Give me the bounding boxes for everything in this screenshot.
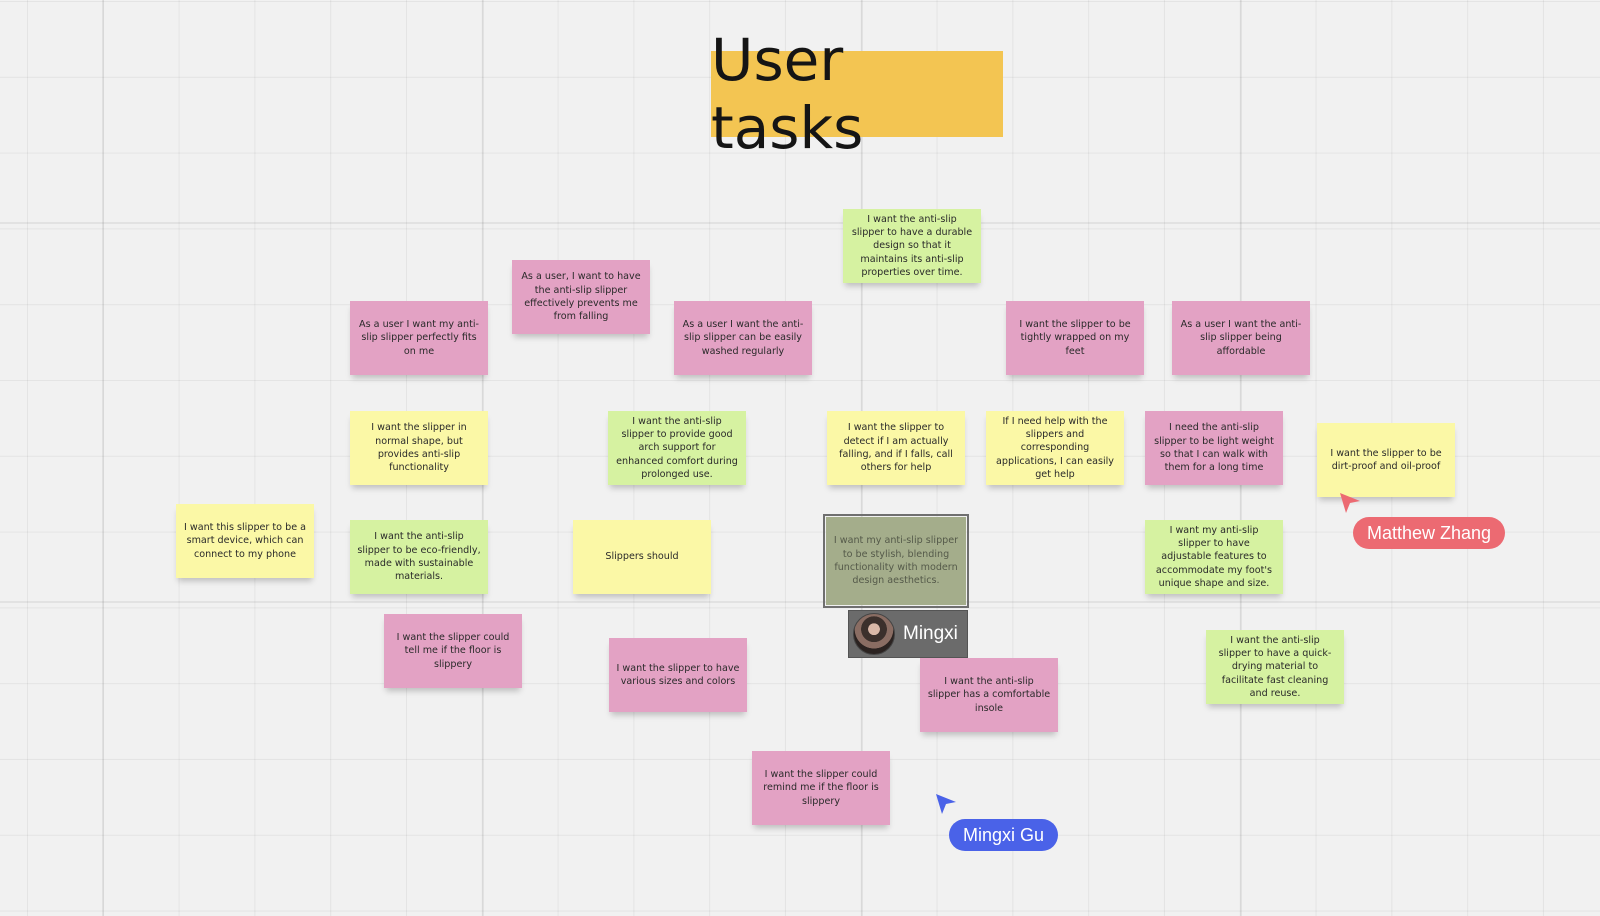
board-title-text: User tasks xyxy=(711,26,864,162)
sticky-note[interactable]: As a user, I want to have the anti-slip … xyxy=(512,260,650,334)
sticky-note[interactable]: If I need help with the slippers and cor… xyxy=(986,411,1124,485)
cursor-arrow-icon xyxy=(936,794,956,814)
cursor-arrow-icon xyxy=(1340,493,1360,513)
sticky-note-selected[interactable]: I want my anti-slip slipper to be stylis… xyxy=(823,514,969,608)
sticky-note[interactable]: I want the anti-slip slipper has a comfo… xyxy=(920,658,1058,732)
user-avatar xyxy=(853,613,895,655)
sticky-note[interactable]: As a user I want the anti-slip slipper b… xyxy=(1172,301,1310,375)
sticky-note[interactable]: I want the slipper in normal shape, but … xyxy=(350,411,488,485)
sticky-note[interactable]: I want the slipper to have various sizes… xyxy=(609,638,747,712)
collaborator-name: Mingxi xyxy=(903,623,958,644)
collaborator-editing-tag: Mingxi xyxy=(848,610,968,658)
collaborator-cursor-label: Matthew Zhang xyxy=(1353,517,1506,549)
sticky-note[interactable]: I want this slipper to be a smart device… xyxy=(176,504,314,578)
sticky-note[interactable]: I want my anti-slip slipper to have adju… xyxy=(1145,520,1283,594)
sticky-note[interactable]: I want the anti-slip slipper to be eco-f… xyxy=(350,520,488,594)
sticky-note[interactable]: Slippers should xyxy=(573,520,711,594)
sticky-note[interactable]: As a user I want the anti-slip slipper c… xyxy=(674,301,812,375)
sticky-note[interactable]: I want the anti-slip slipper to have a d… xyxy=(843,209,981,283)
sticky-note[interactable]: I want the slipper could tell me if the … xyxy=(384,614,522,688)
sticky-note[interactable]: I want the anti-slip slipper to have a q… xyxy=(1206,630,1344,704)
collaborator-cursor-label: Mingxi Gu xyxy=(949,819,1059,851)
sticky-note[interactable]: I want the slipper to be tightly wrapped… xyxy=(1006,301,1144,375)
sticky-note[interactable]: I want the slipper to detect if I am act… xyxy=(827,411,965,485)
grid-line xyxy=(0,222,1600,224)
sticky-note[interactable]: I want the slipper could remind me if th… xyxy=(752,751,890,825)
sticky-note[interactable]: I need the anti-slip slipper to be light… xyxy=(1145,411,1283,485)
sticky-note[interactable]: I want the anti-slip slipper to provide … xyxy=(608,411,746,485)
grid-line xyxy=(102,0,104,916)
sticky-note[interactable]: I want the slipper to be dirt-proof and … xyxy=(1317,423,1455,497)
board-title[interactable]: User tasks xyxy=(711,26,1003,162)
grid-line xyxy=(0,601,1600,603)
sticky-note[interactable]: As a user I want my anti-slip slipper pe… xyxy=(350,301,488,375)
